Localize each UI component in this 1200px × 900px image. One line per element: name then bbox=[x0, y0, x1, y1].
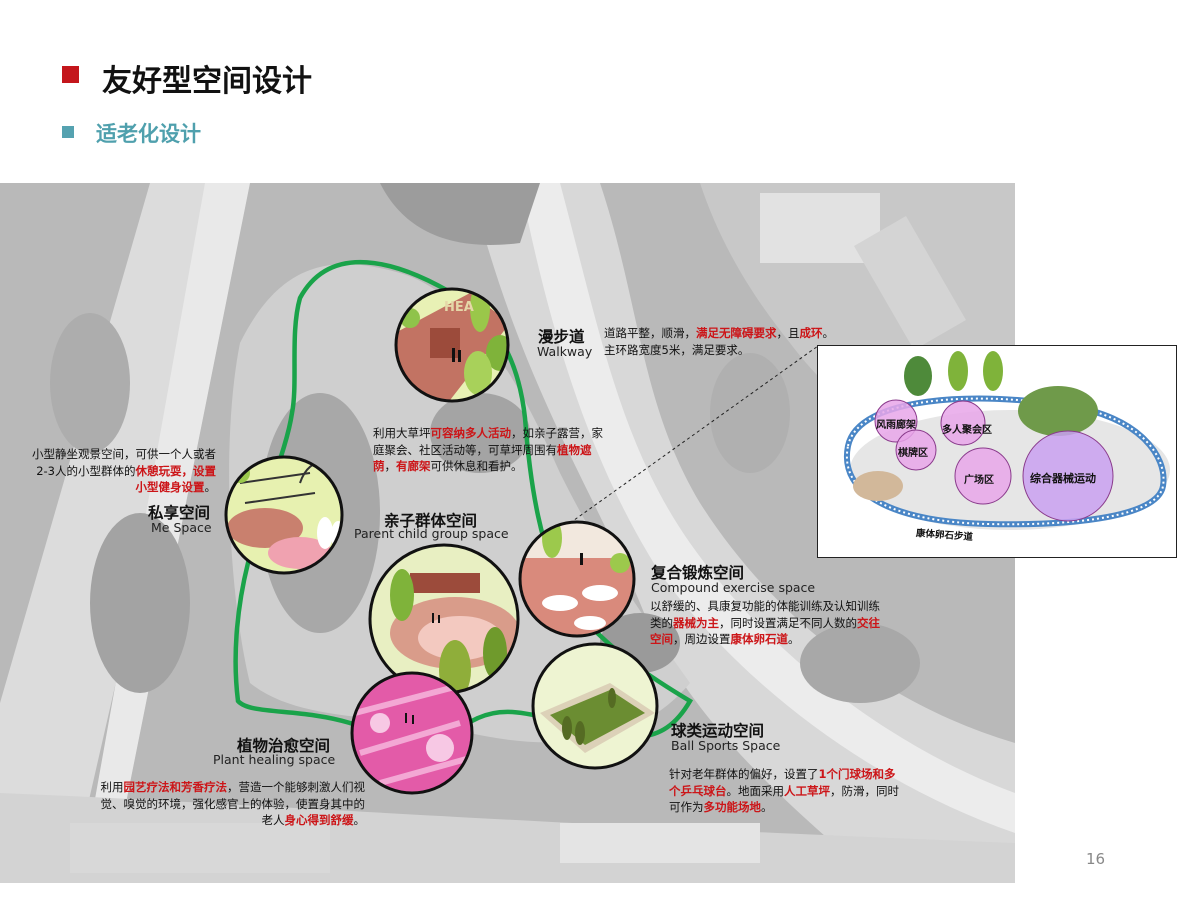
me-space-label: 私享空间 bbox=[148, 504, 211, 522]
walkway-label: 漫步道 bbox=[538, 328, 585, 346]
parent-child-label-en: Parent child group space bbox=[354, 526, 509, 541]
illustration-sign: HEA bbox=[444, 300, 474, 315]
page-number: 16 bbox=[1086, 850, 1106, 868]
description-segment: 多功能场地 bbox=[703, 800, 762, 814]
parent-child-label: 亲子群体空间 bbox=[384, 512, 478, 530]
walkway-illustration: HEA bbox=[394, 287, 510, 403]
description-segment: 人工草坪 bbox=[784, 783, 830, 798]
ball-sports-label-en: Ball Sports Space bbox=[671, 738, 781, 753]
description-segment: ，如亲子露营，家庭聚会、社区活动等，可草坪周围有 bbox=[373, 426, 603, 457]
page-title: 友好型空间设计 bbox=[102, 64, 312, 99]
description-segment: 植物遮荫 bbox=[373, 442, 592, 474]
description-segment: 满足无障碍要求 bbox=[696, 326, 777, 340]
leader-line bbox=[569, 345, 819, 524]
description-segment: 。地面采用 bbox=[726, 783, 785, 798]
description-segment: 交往空间 bbox=[650, 615, 880, 647]
description-segment: 康体卵石道 bbox=[730, 632, 789, 646]
subtitle-marker bbox=[62, 126, 74, 138]
ball-sports-label: 球类运动空间 bbox=[671, 722, 765, 740]
inset-zone-gathering: 多人聚会区 bbox=[942, 425, 992, 436]
healing-label: 植物治愈空间 bbox=[237, 737, 331, 755]
compound-label: 复合锻炼空间 bbox=[651, 564, 745, 582]
ball-sports-description: 针对老年群体的偏好，设置了1个门球场和多个乒乓球台。地面采用人工草坪，防滑，同时… bbox=[669, 766, 905, 816]
me-space-label-en: Me Space bbox=[151, 520, 212, 535]
description-segment: 。 bbox=[761, 800, 773, 814]
description-segment: 小型静坐观景空间，可供一个人或者2-3人的小型群体的 bbox=[32, 447, 216, 478]
ball-sports-illustration bbox=[531, 642, 659, 770]
lawn-description: 利用大草坪可容纳多人活动，如亲子露营，家庭聚会、社区活动等，可草坪周围有植物遮荫… bbox=[373, 425, 609, 475]
compound-label-en: Compound exercise space bbox=[651, 580, 816, 595]
parent-child-illustration bbox=[368, 543, 520, 695]
compound-description: 以舒缓的、具康复功能的体能训练及认知训练类的器械为主，同时设置满足不同人数的交往… bbox=[650, 598, 884, 648]
description-segment: ，同时设置满足不同人数的 bbox=[719, 615, 857, 630]
inset-zone-chess: 棋牌区 bbox=[898, 448, 928, 459]
title-marker bbox=[62, 66, 79, 83]
description-segment: 可容纳多人活动 bbox=[430, 426, 512, 440]
inset-zone-canopy: 风雨廊架 bbox=[876, 420, 916, 431]
healing-label-en: Plant healing space bbox=[213, 752, 336, 767]
description-segment: 。 bbox=[788, 632, 800, 646]
description-segment: 身心得到舒缓 bbox=[284, 813, 354, 827]
inset-graphic bbox=[843, 351, 1170, 530]
description-segment: 利用 bbox=[100, 780, 124, 794]
description-segment: ，营造一个能够刺激人们视觉、嗅觉的环境，强化感官上的体验，使置身其中的老人 bbox=[100, 780, 366, 827]
description-segment: 成环 bbox=[799, 326, 823, 340]
inset-zoning-diagram: 风雨廊架 多人聚会区 棋牌区 广场区 综合器械运动 康体卵石步道 bbox=[817, 345, 1177, 558]
me-space-illustration bbox=[224, 455, 344, 575]
compound-exercise-illustration bbox=[518, 520, 636, 638]
healing-description: 利用园艺疗法和芳香疗法，营造一个能够刺激人们视觉、嗅觉的环境，强化感官上的体验，… bbox=[95, 779, 366, 829]
description-segment: 以舒缓的、具康复功能的体能训练及认知训练类的 bbox=[650, 599, 880, 630]
description-segment: ，周边设置 bbox=[673, 632, 731, 646]
description-segment: 器械为主 bbox=[673, 615, 719, 630]
page-subtitle: 适老化设计 bbox=[96, 122, 201, 146]
description-segment: 道路平整，顺滑， bbox=[604, 326, 696, 340]
inset-zone-plaza: 广场区 bbox=[964, 475, 994, 486]
description-segment: 有廊架 bbox=[396, 459, 431, 473]
description-segment: 利用大草坪 bbox=[373, 426, 431, 440]
description-segment: 。 bbox=[353, 813, 366, 827]
description-segment: 园艺疗法和芳香疗法 bbox=[123, 780, 228, 794]
inset-zone-equipment: 综合器械运动 bbox=[1030, 472, 1096, 485]
walkway-label-en: Walkway bbox=[537, 344, 593, 359]
description-segment: 针对老年群体的偏好，设置了 bbox=[669, 767, 819, 781]
me-space-description: 小型静坐观景空间，可供一个人或者2-3人的小型群体的休憩玩耍，设置小型健身设置。 bbox=[30, 446, 216, 496]
description-segment: ，防滑，同时可作为 bbox=[669, 783, 899, 815]
plant-healing-illustration bbox=[350, 671, 474, 795]
walkway-description: 道路平整，顺滑，满足无障碍要求，且成环。主环路宽度5米，满足要求。 bbox=[604, 325, 839, 358]
description-segment: 。 bbox=[204, 480, 217, 494]
description-segment: 可供休息和看护。 bbox=[430, 459, 523, 473]
description-segment: 。主环路宽度5米，满足要求。 bbox=[604, 326, 834, 357]
description-segment: ， bbox=[384, 459, 397, 473]
description-segment: 休憩玩耍，设置小型健身设置 bbox=[135, 463, 217, 495]
description-segment: ，且 bbox=[776, 326, 800, 340]
description-segment: 1个门球场和多个乒乓球台 bbox=[669, 767, 896, 798]
